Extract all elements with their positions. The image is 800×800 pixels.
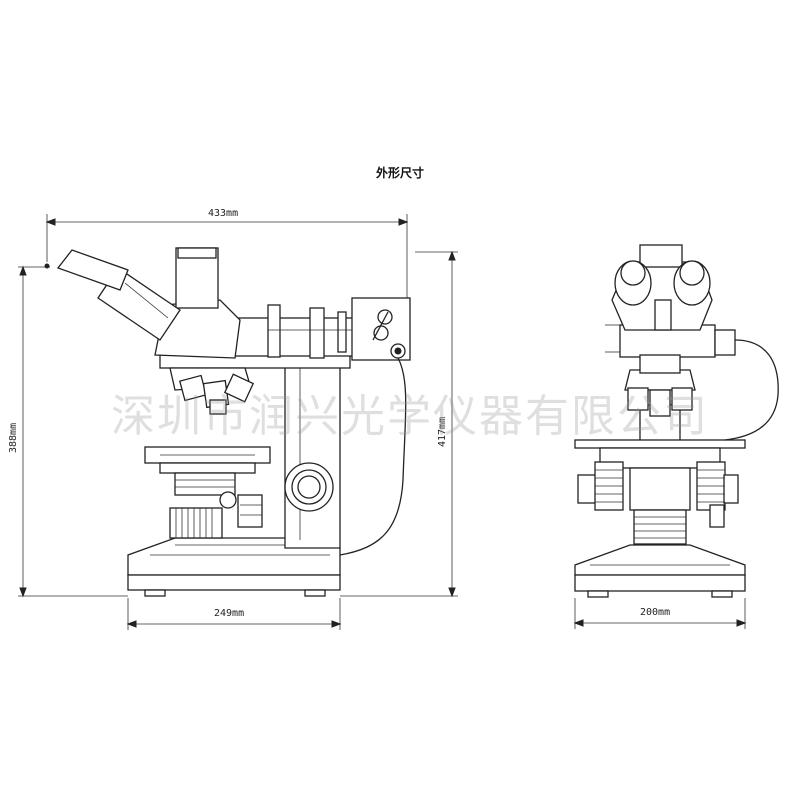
front-view-microscope — [574, 244, 779, 598]
dim-front-width-label: 200mm — [640, 607, 671, 618]
dim-base-width-label: 249mm — [214, 608, 245, 619]
dim-side-width-label: 433mm — [208, 208, 239, 219]
dimension-lines — [18, 214, 747, 630]
diagram-title: 外形尺寸 — [375, 166, 424, 180]
dim-left-height-label: 388mm — [8, 422, 19, 453]
side-view-microscope — [56, 247, 411, 597]
dim-right-height-label: 417mm — [437, 416, 448, 447]
